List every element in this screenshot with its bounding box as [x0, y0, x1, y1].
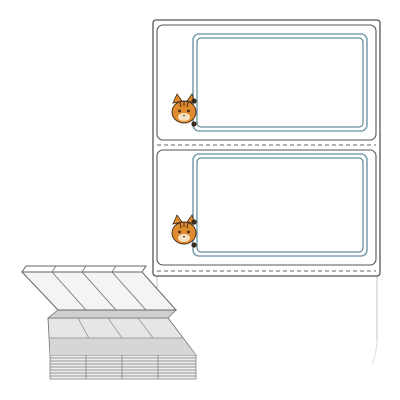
- label-2-frame-inner: [196, 157, 364, 253]
- label-1-frame-outer: [192, 33, 368, 132]
- sheet-continuation: [156, 276, 378, 340]
- label-1: [156, 24, 377, 141]
- label-2: [156, 149, 377, 266]
- label-2-frame-outer: [192, 153, 368, 257]
- tiger-cat-mascot-icon: [171, 93, 197, 127]
- sheet-outline: [152, 19, 381, 277]
- label-1-outline: [156, 24, 377, 141]
- fanfold-stack: [20, 265, 197, 380]
- fold-sheet-lower: [46, 309, 177, 319]
- label-2-outline: [156, 149, 377, 266]
- tiger-cat-mascot-icon: [171, 214, 197, 248]
- label-1-frame-inner: [196, 37, 364, 128]
- stack-layers: [49, 354, 197, 380]
